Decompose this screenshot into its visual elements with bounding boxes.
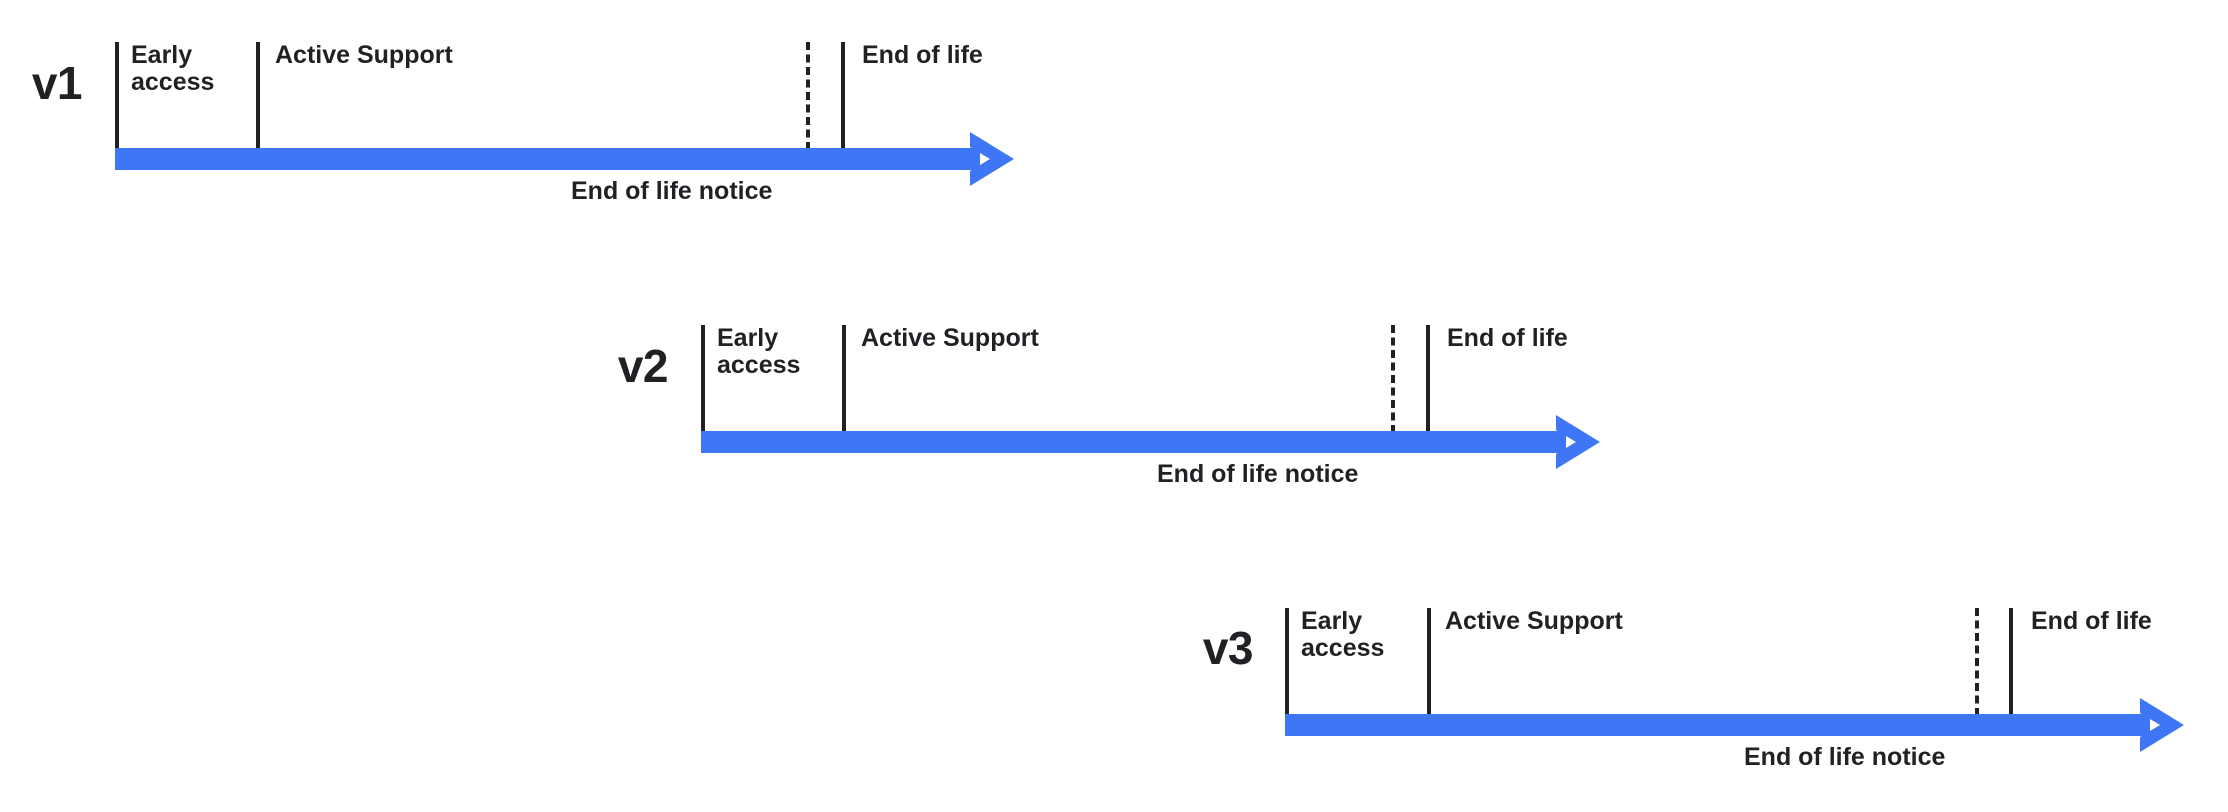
timeline-arrowhead-v3 [2140, 698, 2184, 752]
timeline-shaft-v2 [701, 431, 1566, 453]
phase-divider-active-support-v1 [256, 42, 260, 150]
timeline-arrowhead-v1 [970, 132, 1014, 186]
phase-label-early-access-v1: Early access [131, 41, 215, 96]
bar-caption-v3: End of life notice [1744, 743, 1946, 771]
bar-caption-v1: End of life notice [571, 177, 773, 205]
timeline-shaft-v3 [1285, 714, 2150, 736]
phase-divider-active-support-v2 [842, 325, 846, 433]
phase-label-end-of-life-v2: End of life [1447, 324, 1568, 352]
version-label-v1: v1 [31, 57, 83, 109]
phase-label-early-access-v3: Early access [1301, 607, 1385, 662]
phase-divider-end-of-life-v2 [1426, 325, 1430, 433]
phase-divider-end-of-life-v3 [2009, 608, 2013, 716]
phase-divider-end-of-life-v1 [841, 42, 845, 150]
phase-divider-start-v3 [1285, 608, 1289, 716]
phase-divider-start-v1 [115, 42, 119, 150]
phase-label-end-of-life-v3: End of life [2031, 607, 2152, 635]
phase-divider-start-v2 [701, 325, 705, 433]
end-of-life-notice-marker-v3 [1975, 608, 1979, 716]
version-label-v3: v3 [1202, 622, 1254, 674]
timeline-shaft-v1 [115, 148, 980, 170]
phase-label-active-support-v1: Active Support [275, 41, 453, 69]
bar-caption-v2: End of life notice [1157, 460, 1359, 488]
timeline-arrowhead-v2 [1556, 415, 1600, 469]
end-of-life-notice-marker-v1 [806, 42, 810, 150]
phase-label-end-of-life-v1: End of life [862, 41, 983, 69]
phase-divider-active-support-v3 [1427, 608, 1431, 716]
end-of-life-notice-marker-v2 [1391, 325, 1395, 433]
phase-label-active-support-v3: Active Support [1445, 607, 1623, 635]
phase-label-early-access-v2: Early access [717, 324, 801, 379]
version-label-v2: v2 [617, 340, 669, 392]
phase-label-active-support-v2: Active Support [861, 324, 1039, 352]
